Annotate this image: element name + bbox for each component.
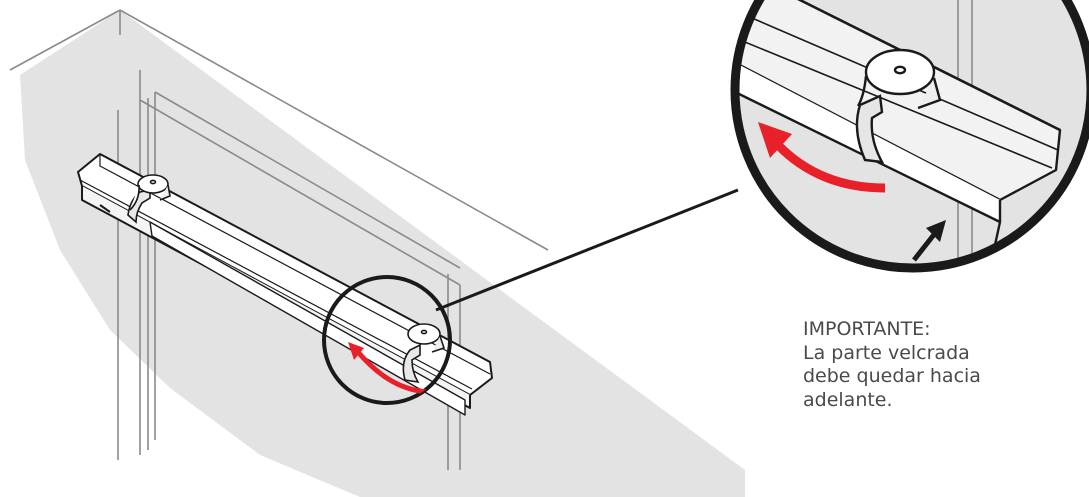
note-line: La parte velcrada — [803, 341, 970, 364]
room-shadow — [20, 10, 745, 497]
wall-and-door — [9, 9, 549, 470]
red-arrow-large — [774, 141, 886, 193]
note-line: adelante. — [803, 388, 893, 411]
clip-right — [402, 323, 446, 384]
detail-circle-small — [322, 275, 452, 405]
clip-left — [127, 174, 171, 224]
note-heading: IMPORTANTE: — [803, 318, 931, 340]
pointer-arrow — [912, 230, 938, 262]
detail-circle-large — [730, 0, 1089, 273]
important-note: IMPORTANTE: La parte velcrada debe queda… — [803, 318, 981, 412]
note-line: debe quedar hacia — [803, 365, 981, 387]
connector-line — [435, 188, 739, 312]
